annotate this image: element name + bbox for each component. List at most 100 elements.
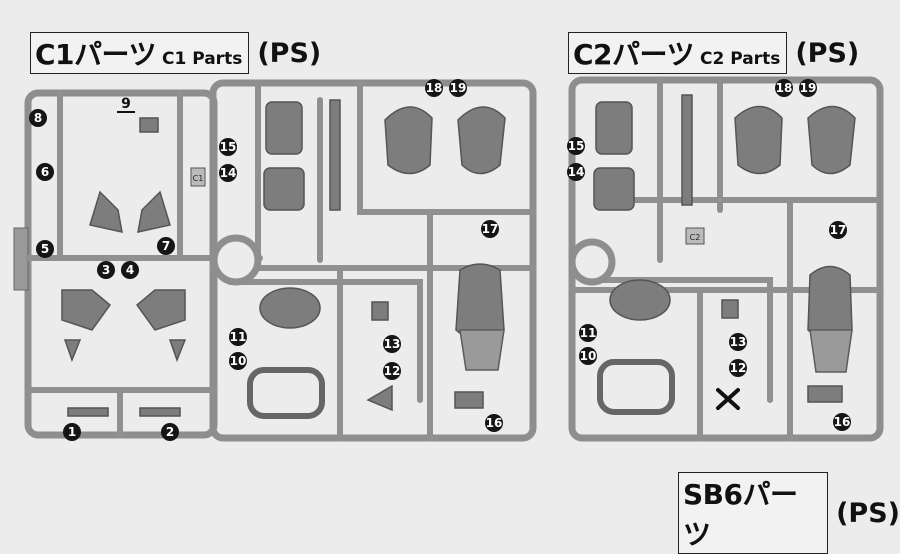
c1-part-19: [457, 106, 506, 175]
svg-text:17: 17: [482, 222, 499, 236]
c1-part-18: [384, 106, 433, 175]
c1-part-10: [247, 367, 325, 419]
c1-badge-12: 12: [383, 362, 401, 380]
svg-text:C1: C1: [193, 174, 204, 183]
c2-omit-cross-icon: [716, 388, 740, 410]
svg-text:3: 3: [102, 263, 110, 277]
c1-badge-3: 3: [97, 261, 115, 279]
c2-badge-17: 17: [829, 221, 847, 239]
c1-title: C1パーツ: [35, 38, 156, 71]
c2-badge-14: 14: [567, 163, 585, 181]
c2-title-box: C2パーツ C2 Parts: [568, 32, 788, 74]
c2-part-17: [807, 265, 853, 341]
c1-part-15: [265, 101, 303, 155]
svg-text:12: 12: [730, 361, 747, 375]
c1-runner: [227, 279, 423, 403]
svg-text:1: 1: [68, 425, 76, 439]
svg-text:14: 14: [220, 166, 237, 180]
c1-badge-8: 8: [29, 109, 47, 127]
c2-part-17-lower: [809, 329, 853, 373]
svg-text:18: 18: [776, 81, 793, 95]
c1-part-16: [454, 391, 484, 409]
c1-label-9: 9: [117, 96, 135, 113]
c1-badge-1: 1: [63, 423, 81, 441]
c1-badge-19: 19: [449, 79, 467, 97]
c2-badge-15: 15: [567, 137, 585, 155]
c2-suffix: (PS): [795, 37, 860, 69]
svg-text:9: 9: [121, 96, 131, 112]
c2-part-15: [595, 101, 633, 155]
c2-number-badges: 10 11 12 13 14 15 16 17 18 19: [567, 79, 851, 431]
svg-text:13: 13: [730, 335, 747, 349]
c2-gate-tag: C2: [685, 227, 705, 245]
c1-part-11: [259, 287, 321, 329]
c2-badge-18: 18: [775, 79, 793, 97]
c1-part-14: [263, 167, 305, 211]
svg-text:10: 10: [230, 354, 247, 368]
svg-text:16: 16: [486, 416, 503, 430]
svg-text:2: 2: [166, 425, 174, 439]
c2-part-16: [807, 385, 843, 403]
sb6-suffix: (PS): [836, 497, 900, 529]
c1-part-side-armor: [89, 190, 123, 233]
c2-part-18: [734, 105, 783, 175]
c2-badge-11: 11: [579, 324, 597, 342]
svg-text:11: 11: [580, 326, 597, 340]
c1-part-side-armor: [137, 190, 171, 233]
c1-badge-18: 18: [425, 79, 443, 97]
c2-part-10: [597, 359, 675, 415]
c2-badge-12: 12: [729, 359, 747, 377]
c1-part-tip: [63, 339, 82, 363]
c2-runner: [592, 277, 773, 403]
c1-part-1: [67, 407, 109, 417]
c1-badge-15: 15: [219, 138, 237, 156]
c2-badge-16: 16: [833, 413, 851, 431]
c1-part-skirt: [61, 289, 112, 331]
c1-part-13: [371, 301, 389, 321]
c1-badge-16: 16: [485, 414, 503, 432]
c2-part-11: [609, 279, 671, 321]
svg-text:15: 15: [568, 139, 585, 153]
svg-text:6: 6: [41, 165, 49, 179]
c1-part-17-lower: [459, 329, 505, 371]
runner-diagram: C1 1 2 3 4 5 6 7 8 10 11 12 13 14 15 16 …: [13, 76, 884, 442]
c2-subtitle: C2 Parts: [699, 49, 781, 69]
svg-text:13: 13: [384, 337, 401, 351]
c1-suffix: (PS): [257, 37, 322, 69]
c1-number-badges: 1 2 3 4 5 6 7 8 10 11 12 13 14 15 16 17 …: [29, 79, 503, 441]
c2-title: C2パーツ: [573, 38, 694, 71]
c1-part-12: [366, 384, 393, 412]
c1-gate-tag: C1: [190, 167, 206, 187]
svg-text:8: 8: [34, 111, 42, 125]
svg-text:14: 14: [568, 165, 585, 179]
svg-text:11: 11: [230, 330, 247, 344]
c1-runner: [357, 80, 536, 215]
c1-sprue: C1: [13, 79, 537, 442]
c1-part-skirt: [135, 289, 186, 331]
c1-part-2: [139, 407, 181, 417]
c1-badge-6: 6: [36, 163, 54, 181]
c2-sprue: C2: [568, 76, 884, 442]
svg-text:7: 7: [162, 239, 170, 253]
c1-part-9: [139, 117, 159, 133]
c1-part-tip: [168, 339, 187, 363]
svg-text:19: 19: [450, 81, 467, 95]
c2-badge-10: 10: [579, 347, 597, 365]
c1-badge-2: 2: [161, 423, 179, 441]
c1-badge-14: 14: [219, 164, 237, 182]
c2-part-13: [721, 299, 739, 319]
c1-connector-ring: [210, 234, 262, 286]
c1-frame-left: [24, 89, 218, 439]
c2-header: C2パーツ C2 Parts (PS): [568, 32, 859, 74]
c1-header: C1パーツ C1 Parts (PS): [30, 32, 321, 74]
svg-text:15: 15: [220, 140, 237, 154]
svg-text:12: 12: [384, 364, 401, 378]
c2-connector-ring: [568, 238, 616, 286]
c2-part-14: [593, 167, 635, 211]
c1-badge-7: 7: [157, 237, 175, 255]
c1-badge-10: 10: [229, 352, 247, 370]
svg-text:19: 19: [800, 81, 817, 95]
c1-part-bar: [329, 99, 341, 211]
svg-text:10: 10: [580, 349, 597, 363]
c1-badge-5: 5: [36, 240, 54, 258]
